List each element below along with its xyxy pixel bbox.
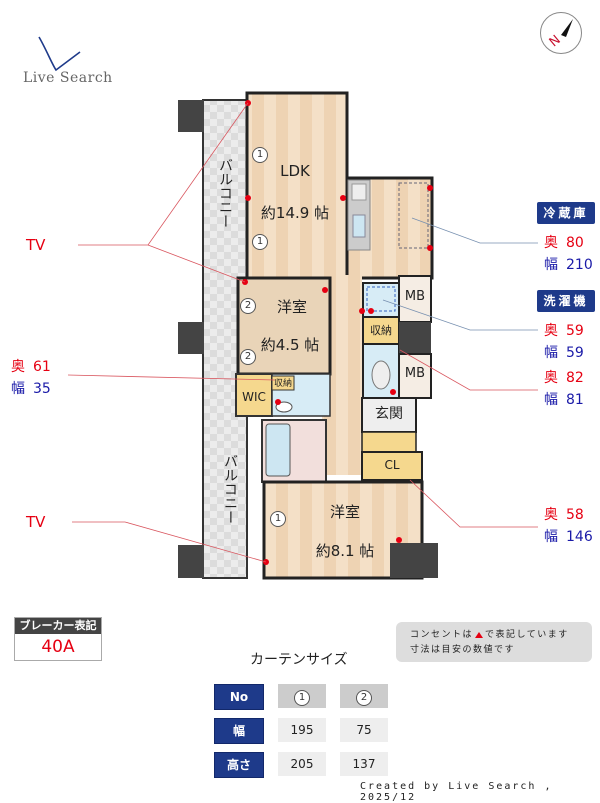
curtain-width-2: 75: [340, 718, 388, 742]
breaker-value: 40A: [41, 637, 75, 657]
window-marker-1: 1: [252, 234, 268, 250]
curtain-header-width: 幅: [214, 718, 264, 744]
curtain-header-height: 高さ: [214, 752, 264, 778]
room-ldk-name: LDK: [280, 162, 310, 180]
room-western1-size: 約4.5 帖: [260, 336, 320, 354]
tv-label-bottom: TV: [26, 513, 46, 531]
floor-plan: [67, 91, 538, 580]
wic-label: WIC: [242, 390, 266, 404]
legend-note: コンセントはで表記しています 寸法は目安の数値です: [396, 622, 592, 662]
balcony-top-label: バルコニー: [217, 158, 233, 228]
compass-icon: N: [540, 12, 582, 54]
logo-mark-icon: [38, 36, 81, 72]
mb1-label: MB: [404, 289, 426, 304]
logo-text: Live Search: [23, 70, 113, 86]
balcony-bottom-label: バルコニー: [222, 454, 238, 524]
window-marker-2: 2: [240, 298, 256, 314]
tv-label-top: TV: [26, 236, 46, 254]
curtain-table: No 1 2 幅 195 75 高さ 205 137: [214, 684, 402, 786]
storage-small-label: 収納: [273, 379, 292, 389]
curtain-no-2: 2: [356, 690, 372, 706]
fridge-tag: 冷蔵庫: [537, 202, 595, 224]
storage-label: 収納: [370, 324, 392, 337]
breaker-box: ブレーカー表記 40A: [14, 617, 102, 661]
entrance-label: 玄関: [375, 406, 403, 422]
room-ldk-size: 約14.9 帖: [260, 204, 330, 222]
footer-credit: Created by Live Search , 2025/12: [360, 781, 553, 803]
curtain-height-1: 205: [278, 752, 326, 776]
washer-tag: 洗濯機: [537, 290, 595, 312]
outlet-triangle-icon: [475, 631, 484, 638]
room-western2-size: 約8.1 帖: [315, 542, 375, 560]
curtain-row-no: No 1 2: [214, 684, 402, 710]
curtain-width-1: 195: [278, 718, 326, 742]
window-marker-1: 1: [252, 147, 268, 163]
window-marker-1: 1: [270, 511, 286, 527]
curtain-header-no: No: [214, 684, 264, 710]
mb2-label: MB: [404, 366, 426, 381]
curtain-row-width: 幅 195 75: [214, 718, 402, 744]
curtain-height-2: 137: [340, 752, 388, 776]
breaker-header: ブレーカー表記: [15, 618, 101, 634]
cl-label: CL: [384, 458, 400, 472]
curtain-row-height: 高さ 205 137: [214, 752, 402, 778]
curtain-title: カーテンサイズ: [250, 652, 348, 668]
window-marker-2: 2: [240, 349, 256, 365]
curtain-no-1: 1: [294, 690, 310, 706]
room-western1-name: 洋室: [276, 298, 307, 316]
room-western2-name: 洋室: [329, 503, 360, 521]
